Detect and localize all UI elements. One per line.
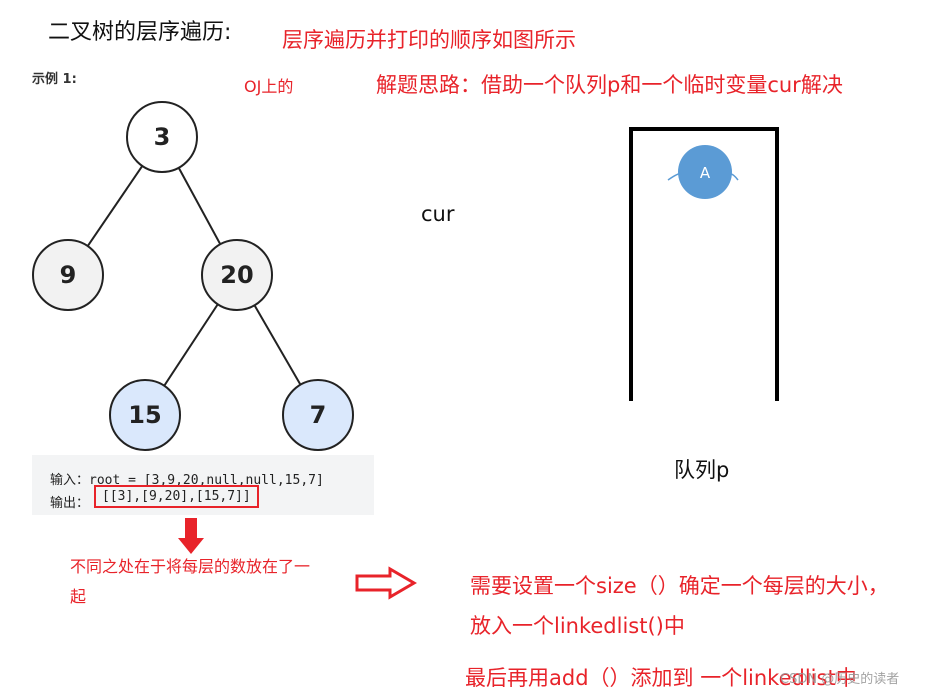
tree-node-label: 20	[220, 261, 253, 289]
tree-node-20	[201, 239, 273, 311]
solution-idea: 解题思路：借助一个队列p和一个临时变量cur解决	[376, 73, 843, 97]
example-label: 示例 1:	[32, 72, 77, 87]
binary-tree: 3 9 20 15 7	[32, 101, 354, 451]
subtitle: 层序遍历并打印的顺序如图所示	[282, 28, 576, 52]
queue-item-a: A	[667, 145, 739, 199]
oj-note: OJ上的	[244, 77, 294, 96]
tree-node-7	[282, 379, 354, 451]
queue-label: 队列p	[674, 458, 730, 482]
add-note: 最后再用add（）添加到 一个linkedlist中	[465, 666, 857, 690]
right-arrow-icon	[355, 566, 417, 600]
watermark: CSDN @历史的读者	[780, 672, 900, 687]
tree-node-label: 7	[310, 401, 327, 429]
page-title: 二叉树的层序遍历:	[48, 20, 232, 45]
tree-node-label: 9	[60, 261, 77, 289]
queue-container	[629, 127, 779, 401]
difference-note: 不同之处在于将每层的数放在了一起	[70, 557, 311, 606]
cur-label: cur	[421, 202, 455, 226]
down-arrow-icon	[178, 518, 204, 554]
queue-item-label: A	[700, 164, 711, 182]
size-note-line1: 需要设置一个size（）确定一个每层的大小，	[470, 574, 889, 598]
size-note-line2: 放入一个linkedlist()中	[470, 614, 685, 638]
tree-node-9	[32, 239, 104, 311]
code-output-label: 输出：	[50, 496, 90, 511]
code-input-line: 输入：root = [3,9,20,null,null,15,7]	[50, 473, 324, 488]
tree-node-label: 15	[128, 401, 161, 429]
tree-node-15	[109, 379, 181, 451]
code-output-value: [[3],[9,20],[15,7]]	[94, 485, 259, 508]
tree-node-label: 3	[154, 123, 171, 151]
tree-node-3	[126, 101, 198, 173]
code-example-box: 输入：root = [3,9,20,null,null,15,7] 输出： [[…	[32, 455, 374, 515]
